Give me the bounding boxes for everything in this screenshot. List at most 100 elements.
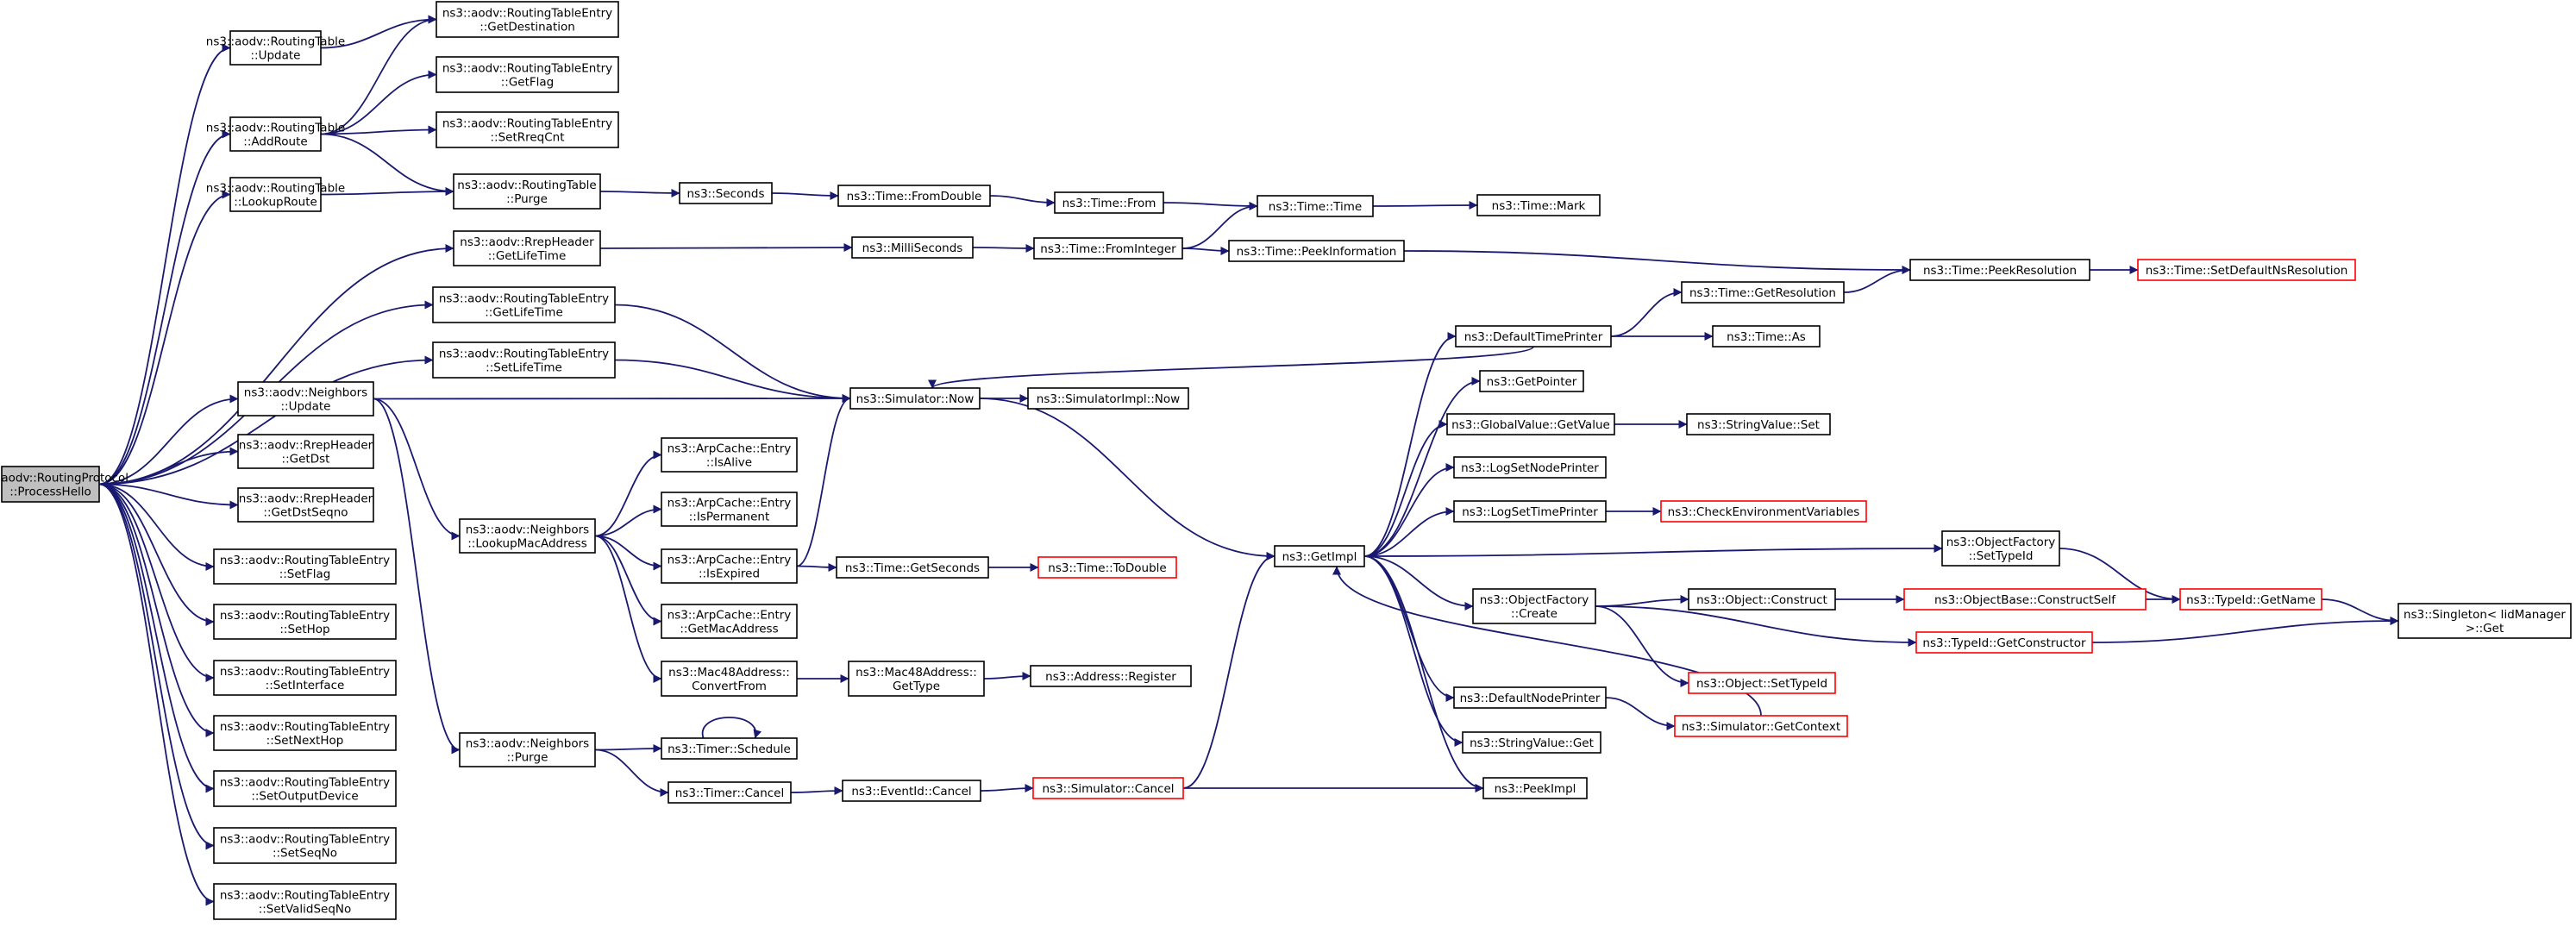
node-rt_purge[interactable]: ns3::aodv::RoutingTable::Purge [453, 173, 601, 210]
node-arp_isexpired[interactable]: ns3::ArpCache::Entry::IsExpired [661, 548, 798, 584]
node-time_todouble[interactable]: ns3::Time::ToDouble [1037, 556, 1177, 579]
node-time_getres[interactable]: ns3::Time::GetResolution [1681, 281, 1845, 304]
node-milliseconds[interactable]: ns3::MilliSeconds [851, 236, 974, 259]
node-time_getseconds[interactable]: ns3::Time::GetSeconds [836, 556, 989, 579]
node-box [1712, 325, 1821, 348]
node-time_peekinfo[interactable]: ns3::Time::PeekInformation [1228, 240, 1405, 262]
node-arp_isalive[interactable]: ns3::ArpCache::Entry::IsAlive [661, 437, 798, 473]
node-arp_getmac[interactable]: ns3::ArpCache::Entry::GetMacAddress [661, 604, 798, 639]
node-label-line: ::Update [281, 400, 331, 414]
node-label-line: ns3::Object::Construct [1696, 593, 1827, 607]
node-label-line: ns3::aodv::RoutingProtocol [0, 472, 128, 485]
node-sim_now[interactable]: ns3::Simulator::Now [849, 387, 981, 410]
node-time_setdefaultns[interactable]: ns3::Time::SetDefaultNsResolution [2137, 259, 2356, 281]
node-rte_setlifetime[interactable]: ns3::aodv::RoutingTableEntry::SetLifeTim… [432, 341, 616, 379]
node-time_peekres[interactable]: ns3::Time::PeekResolution [1909, 259, 2090, 281]
edge-rt_update-to-rte_getdest [320, 15, 437, 49]
node-singleton_get[interactable]: ns3::Singleton< IidManager >::Get [2397, 603, 2572, 639]
node-label-line: ns3::aodv::Neighbors [466, 737, 589, 751]
node-address_register[interactable]: ns3::Address::Register [1030, 665, 1192, 687]
node-seconds[interactable]: ns3::Seconds [679, 182, 773, 204]
node-label-line: ns3::aodv::RoutingTableEntry [442, 62, 612, 76]
node-eventid_cancel[interactable]: ns3::EventId::Cancel [842, 780, 981, 802]
node-getimpl[interactable]: ns3::GetImpl [1274, 545, 1365, 567]
node-check_env[interactable]: ns3::CheckEnvironmentVariables [1660, 500, 1867, 523]
node-objfactory_settypeid[interactable]: ns3::ObjectFactory::SetTypeId [1941, 530, 2060, 567]
node-label-line: ::GetLifeTime [485, 306, 563, 320]
node-rte_setnexthop[interactable]: ns3::aodv::RoutingTableEntry::SetNextHop [213, 715, 397, 751]
node-label-line: ::Update [251, 49, 301, 63]
node-mac48_convertfrom[interactable]: ns3::Mac48Address::ConvertFrom [661, 661, 798, 697]
node-rte_setflag[interactable]: ns3::aodv::RoutingTableEntry::SetFlag [213, 548, 397, 585]
node-label-line: ::IsExpired [699, 567, 760, 581]
node-typeid_getname[interactable]: ns3::TypeId::GetName [2179, 588, 2322, 611]
node-label-line: ns3::ArpCache::Entry [668, 609, 792, 623]
node-rte_setseqno[interactable]: ns3::aodv::RoutingTableEntry::SetSeqNo [213, 827, 397, 864]
node-lognode_printer[interactable]: ns3::LogSetNodePrinter [1453, 456, 1607, 479]
node-peekimpl[interactable]: ns3::PeekImpl [1482, 777, 1588, 799]
node-rte_getlifetime[interactable]: ns3::aodv::RoutingTableEntry::GetLifeTim… [432, 286, 616, 323]
node-label-line: ns3::StringValue::Get [1470, 736, 1594, 750]
node-rte_setrreqcnt[interactable]: ns3::aodv::RoutingTableEntry::SetRreqCnt [436, 111, 619, 148]
node-label-line: ns3::Time::FromDouble [847, 190, 982, 204]
node-rte_getdest[interactable]: ns3::aodv::RoutingTableEntry::GetDestina… [436, 1, 619, 38]
node-label-line: ns3::aodv::RrepHeader [239, 439, 373, 453]
node-objfactory_create[interactable]: ns3::ObjectFactory::Create [1472, 588, 1596, 624]
node-rreph_getdst[interactable]: ns3::aodv::RrepHeader::GetDst [237, 434, 374, 469]
node-object_construct[interactable]: ns3::Object::Construct [1688, 588, 1836, 611]
edge-getimpl-to-logtime_printer [1363, 507, 1455, 557]
edge-root-to-rte_setoutputdevice [98, 483, 215, 793]
node-time_as[interactable]: ns3::Time::As [1712, 325, 1821, 348]
node-label-line: ::SetTypeId [1969, 549, 2034, 563]
node-box [1482, 777, 1588, 799]
node-nb_purge[interactable]: ns3::aodv::Neighbors::Purge [459, 732, 596, 767]
node-rreph_getlifetime[interactable]: ns3::aodv::RrepHeader::GetLifeTime [453, 230, 601, 266]
node-globalvalue_getvalue[interactable]: ns3::GlobalValue::GetValue [1446, 413, 1615, 435]
node-sim_cancel[interactable]: ns3::Simulator::Cancel [1032, 777, 1184, 799]
node-arp_ispermanent[interactable]: ns3::ArpCache::Entry::IsPermanent [661, 492, 798, 527]
node-time_frominteger[interactable]: ns3::Time::FromInteger [1033, 237, 1183, 260]
node-box [1681, 281, 1845, 304]
node-rte_setinterface[interactable]: ns3::aodv::RoutingTableEntry::SetInterfa… [213, 660, 397, 696]
node-timer_cancel[interactable]: ns3::Timer::Cancel [668, 781, 792, 804]
node-object_settypeid[interactable]: ns3::Object::SetTypeId [1688, 672, 1836, 694]
node-label-line: ::Purge [506, 192, 548, 206]
node-default_node_printer[interactable]: ns3::DefaultNodePrinter [1453, 686, 1607, 709]
node-rt_lookuproute[interactable]: ns3::aodv::RoutingTable::LookupRoute [206, 177, 345, 212]
node-stringvalue_get[interactable]: ns3::StringValue::Get [1462, 731, 1601, 754]
node-rt_addroute[interactable]: ns3::aodv::RoutingTable::AddRoute [206, 116, 345, 152]
node-simimpl_now[interactable]: ns3::SimulatorImpl::Now [1027, 387, 1189, 410]
node-stringvalue_set[interactable]: ns3::StringValue::Set [1686, 413, 1831, 435]
node-time_from[interactable]: ns3::Time::From [1054, 191, 1164, 214]
node-box [1037, 556, 1177, 579]
node-label-line: ns3::MilliSeconds [862, 241, 963, 255]
node-timer_schedule[interactable]: ns3::Timer::Schedule [661, 737, 798, 760]
node-rte_setvalidseqno[interactable]: ns3::aodv::RoutingTableEntry::SetValidSe… [213, 883, 397, 920]
node-label-line: ns3::aodv::RoutingTableEntry [220, 720, 390, 734]
node-time_time[interactable]: ns3::Time::Time [1257, 195, 1374, 217]
node-typeid_getconstructor[interactable]: ns3::TypeId::GetConstructor [1915, 631, 2093, 654]
node-rreph_getdstseqno[interactable]: ns3::aodv::RrepHeader::GetDstSeqno [237, 487, 374, 523]
edge-nb_lookupmac-to-arp_ispermanent [594, 504, 662, 537]
node-box [1455, 325, 1612, 348]
node-sim_getcontext[interactable]: ns3::Simulator::GetContext [1674, 715, 1848, 737]
node-nb_update[interactable]: ns3::aodv::Neighbors::Update [237, 381, 374, 417]
node-logtime_printer[interactable]: ns3::LogSetTimePrinter [1453, 500, 1607, 523]
node-mac48_gettype[interactable]: ns3::Mac48Address::GetType [848, 661, 985, 697]
node-label-line: ::Create [1511, 607, 1558, 621]
node-nb_lookupmac[interactable]: ns3::aodv::Neighbors::LookupMacAddress [459, 518, 596, 554]
node-label-line: ns3::ObjectFactory [1480, 593, 1589, 607]
node-root[interactable]: ns3::aodv::RoutingProtocol::ProcessHello [0, 466, 128, 503]
node-rte_getflag[interactable]: ns3::aodv::RoutingTableEntry::GetFlag [436, 56, 619, 93]
node-rte_sethop[interactable]: ns3::aodv::RoutingTableEntry::SetHop [213, 604, 397, 640]
node-label-line: ns3::Time::PeekInformation [1237, 245, 1397, 259]
node-objectbase_constructself[interactable]: ns3::ObjectBase::ConstructSelf [1903, 588, 2147, 611]
node-time_mark[interactable]: ns3::Time::Mark [1476, 194, 1601, 216]
edge-arp_isexpired-to-sim_now [796, 394, 851, 567]
node-label-line: ::Purge [507, 751, 548, 765]
node-rte_setoutputdevice[interactable]: ns3::aodv::RoutingTableEntry::SetOutputD… [213, 770, 397, 807]
node-time_fromdouble[interactable]: ns3::Time::FromDouble [837, 185, 991, 207]
node-default_time_printer[interactable]: ns3::DefaultTimePrinter [1455, 325, 1612, 348]
node-getpointer[interactable]: ns3::GetPointer [1479, 370, 1584, 392]
node-rt_update[interactable]: ns3::aodv::RoutingTable::Update [206, 30, 345, 66]
